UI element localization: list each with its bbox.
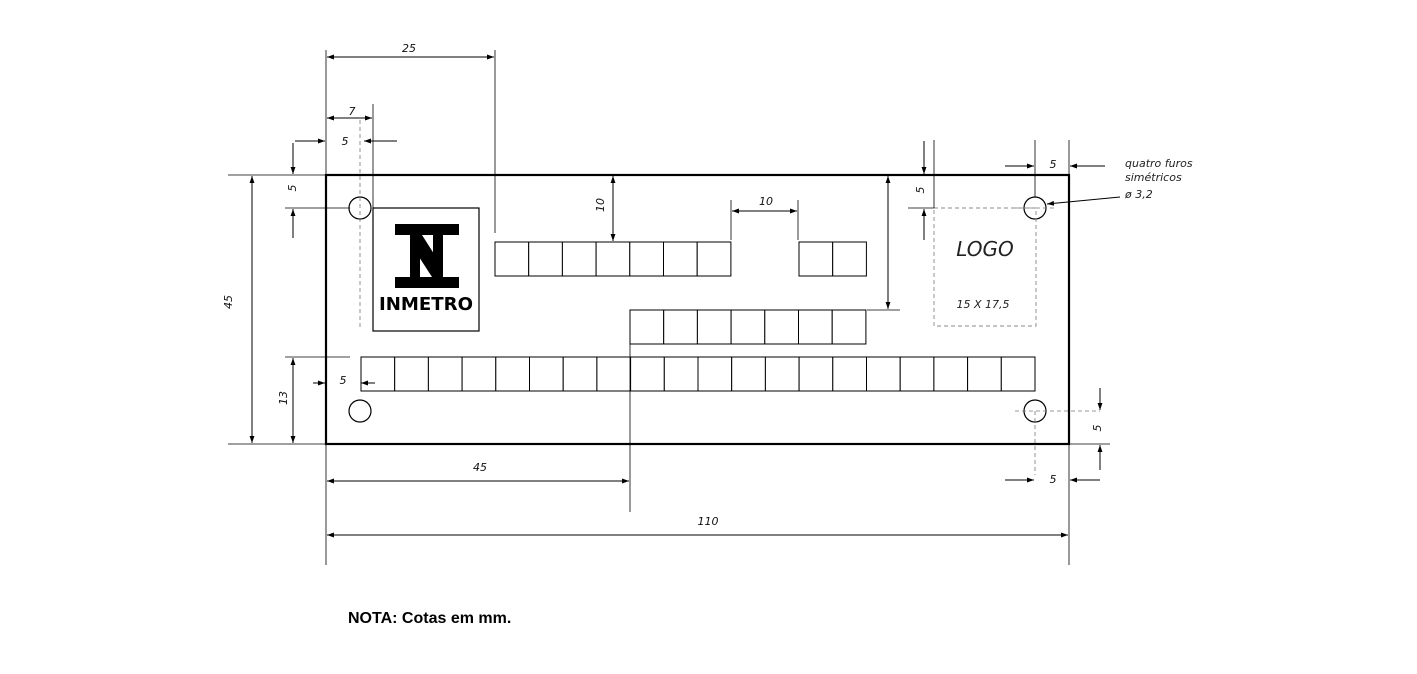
char-row-4-box (967, 356, 1002, 392)
dim-110: 110 (698, 515, 719, 528)
char-row-4-box (562, 356, 598, 392)
char-row-4-box (461, 356, 497, 392)
dim-45-width: 45 (473, 461, 487, 474)
character-boxes (360, 241, 1036, 392)
inmetro-wordmark: INMETRO (379, 294, 473, 315)
char-row-4-box (630, 356, 665, 392)
dim-5-bottom-right-vertical: 5 (1091, 425, 1104, 432)
dim-10-vertical: 10 (594, 198, 607, 212)
extension-lines (228, 50, 1110, 565)
char-row-4-box (1000, 356, 1036, 392)
dim-25: 25 (402, 42, 416, 55)
inmetro-i-right-post (433, 235, 443, 277)
char-row-3-box (663, 309, 698, 345)
hole-bottom-left (348, 399, 372, 423)
char-row-1-box (629, 241, 664, 277)
char-row-3-box (730, 309, 766, 345)
dim-5-bottom-right-horizontal: 5 (1050, 473, 1057, 486)
dim-5-top-right: 5 (1050, 158, 1057, 171)
char-row-4-box (529, 356, 564, 392)
center-lines (359, 120, 1100, 475)
inmetro-frame (372, 207, 480, 332)
dimension-texts: 25 7 5 5 45 13 5 10 10 5 5 5 5 45 110 (222, 42, 1104, 528)
inmetro-i-top-bar (395, 224, 459, 235)
inmetro-i-left-post (410, 235, 420, 277)
logo-area-frame (933, 207, 1037, 327)
logo-size-label: 15 X 17,5 (956, 298, 1009, 311)
char-row-2-box (798, 241, 834, 277)
dim-7: 7 (349, 105, 356, 118)
char-row-1-box (494, 241, 530, 277)
char-row-4-box (427, 356, 463, 392)
annotation-line-1: quatro furos (1125, 157, 1193, 170)
char-row-1-box (595, 241, 631, 277)
char-row-4-box (394, 356, 429, 392)
annotation-line-3: ø 3,2 (1124, 188, 1153, 201)
char-row-1-box (663, 241, 698, 277)
char-row-4-box (933, 356, 969, 392)
char-row-3-box (696, 309, 732, 345)
inmetro-diagonal (410, 235, 443, 277)
char-row-4-box (764, 356, 800, 392)
char-row-2-box (832, 241, 867, 277)
char-row-4-box (832, 356, 867, 392)
char-row-1-box (561, 241, 597, 277)
char-row-4-box (663, 356, 699, 392)
dim-45-height: 45 (222, 295, 235, 309)
hole-annotation: quatro furos simétricos ø 3,2 (1124, 157, 1193, 201)
char-row-4-box (866, 356, 901, 392)
char-row-4-box (697, 356, 733, 392)
inmetro-i-bottom-bar (395, 277, 459, 288)
inmetro-logo: INMETRO (372, 207, 480, 332)
char-row-3-box (629, 309, 665, 345)
char-row-3-box (831, 309, 867, 345)
note: NOTA: Cotas em mm. (348, 610, 512, 627)
char-row-4-box (731, 356, 766, 392)
char-row-3-box (798, 309, 833, 345)
dim-10-horizontal: 10 (759, 195, 773, 208)
char-row-4-box (596, 356, 632, 392)
logo-label: LOGO (956, 237, 1014, 261)
dim-5-logo: 5 (914, 187, 927, 194)
annotation-line-2: simétricos (1125, 171, 1182, 184)
dimension-lines (249, 54, 1121, 538)
char-row-4-box (360, 356, 396, 392)
char-row-4-box (798, 356, 834, 392)
char-row-4-box (495, 356, 530, 392)
dim-5-left-vertical: 5 (286, 185, 299, 192)
char-row-1-box (528, 241, 563, 277)
logo-area: LOGO 15 X 17,5 (933, 207, 1037, 327)
dim-5-row-left: 5 (340, 374, 347, 387)
char-row-4-box (899, 356, 935, 392)
char-row-3-box (764, 309, 799, 345)
dim-5-top-left: 5 (342, 135, 349, 148)
char-row-1-box (696, 241, 732, 277)
dim-13: 13 (277, 391, 290, 405)
